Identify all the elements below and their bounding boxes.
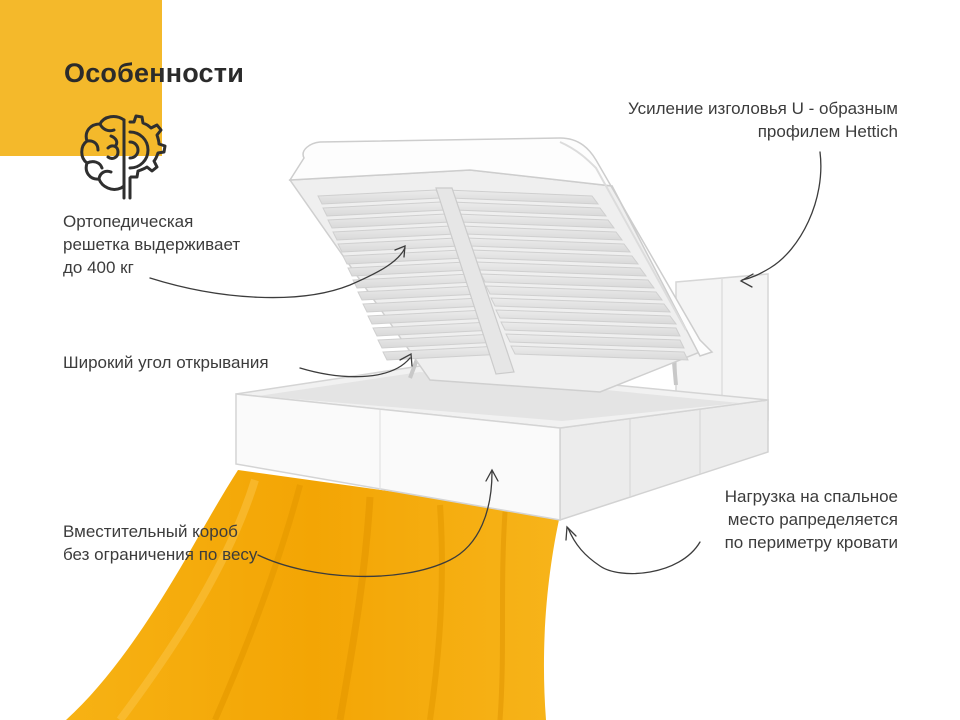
brain-gear-icon [80, 114, 167, 200]
label-load-distribution: Нагрузка на спальное место рапределяется… [724, 487, 898, 552]
page-title: Особенности [64, 58, 244, 88]
yellow-accent-block [0, 0, 162, 156]
label-storage-box: Вместительный короб без ограничения по в… [63, 522, 258, 564]
label-orthopedic-grid: Ортопедическая решетка выдерживает до 40… [63, 212, 241, 277]
label-headboard-profile: Усиление изголовья U - образным профилем… [627, 99, 898, 141]
mattress [288, 137, 714, 357]
label-opening-angle: Широкий угол открывания [63, 353, 269, 372]
